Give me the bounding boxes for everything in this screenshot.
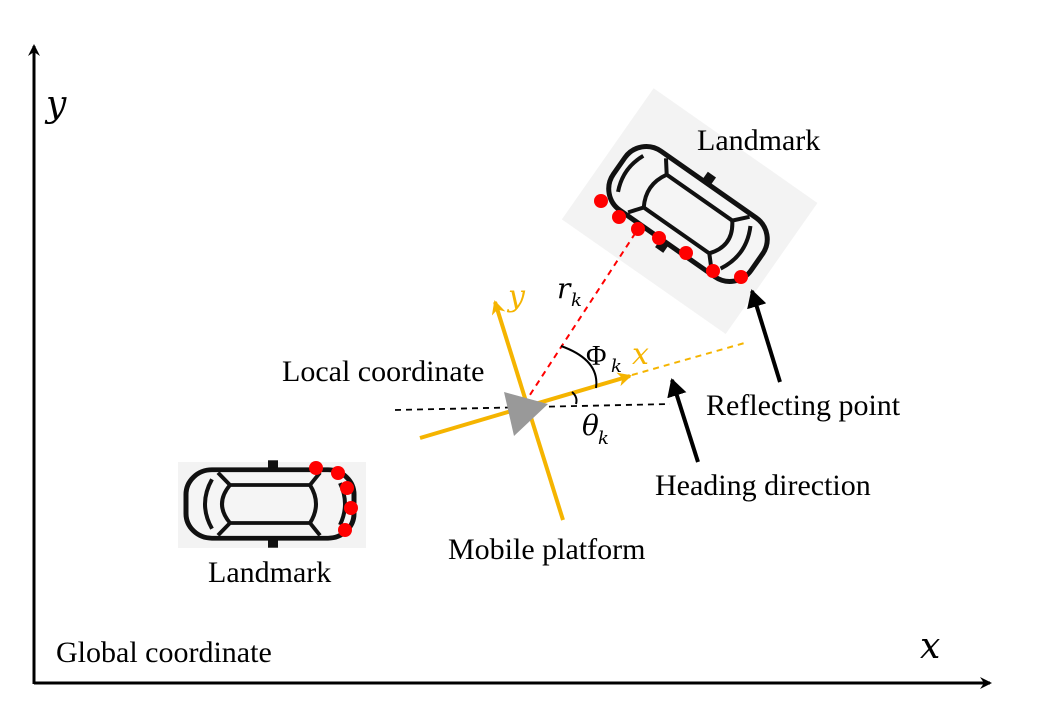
reflecting-point <box>338 523 352 537</box>
reflecting-point <box>344 501 358 515</box>
range-line <box>523 228 639 405</box>
global-y-label: y <box>44 84 67 125</box>
range-symbol-main: r <box>557 272 572 305</box>
local-x-label: x <box>632 337 649 372</box>
reflecting-point <box>612 210 626 224</box>
local-y-label: y <box>506 279 526 314</box>
range-symbol-sub: k <box>571 290 582 311</box>
landmark-car-top <box>561 88 818 335</box>
heading-symbol-main: θ <box>582 409 599 442</box>
landmark-bottom-label: Landmark <box>208 556 331 589</box>
global-axes: y x Global coordinate <box>28 44 992 689</box>
heading-angle-arc <box>571 391 578 405</box>
heading-symbol-sub: k <box>598 428 609 449</box>
range-symbol: r k <box>557 272 582 311</box>
mobile-platform-marker <box>504 392 548 436</box>
reflecting-points-top <box>594 194 748 284</box>
bearing-symbol-sub: k <box>611 356 622 377</box>
local-x-axis-extension <box>631 341 749 376</box>
reflecting-point <box>594 194 608 208</box>
bearing-symbol: Φ k <box>586 341 622 377</box>
reflecting-point <box>331 466 345 480</box>
landmark-top-label: Landmark <box>697 124 820 157</box>
global-x-label: x <box>920 626 940 667</box>
bearing-symbol-main: Φ <box>586 341 606 372</box>
reflecting-point <box>652 231 666 245</box>
heading-symbol: θ k <box>582 409 609 449</box>
reflecting-points-bottom <box>309 461 358 537</box>
reflecting-point <box>734 270 748 284</box>
reflecting-point-pointer <box>747 289 782 383</box>
reflecting-point <box>706 264 720 278</box>
heading-direction-pointer <box>667 378 700 463</box>
reflecting-point-label: Reflecting point <box>706 389 901 422</box>
reflecting-point <box>340 481 354 495</box>
bearing-angle-arc <box>560 345 598 389</box>
heading-direction-label: Heading direction <box>655 469 871 502</box>
local-coordinate-label: Local coordinate <box>282 355 484 388</box>
reflecting-point <box>631 222 645 236</box>
landmark-car-bottom <box>178 460 366 548</box>
reflecting-point <box>679 246 693 260</box>
global-coordinate-label: Global coordinate <box>56 636 272 669</box>
reflecting-point <box>309 461 323 475</box>
mobile-platform-label: Mobile platform <box>448 533 645 566</box>
